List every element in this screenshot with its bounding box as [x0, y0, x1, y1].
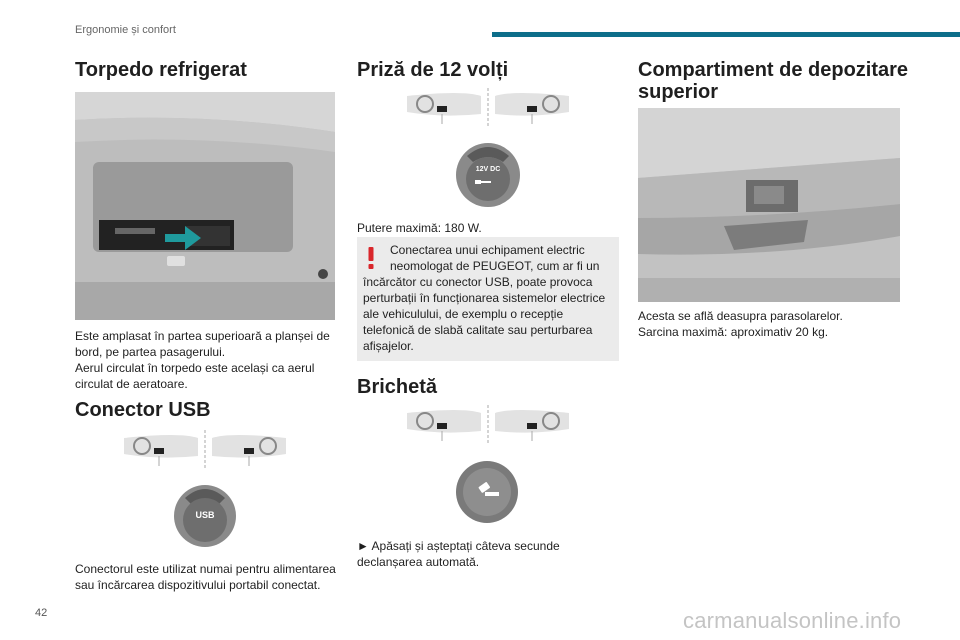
page-number: 42: [35, 607, 48, 619]
socket-12v-text: Putere maximă: 180 W.: [357, 221, 482, 235]
socket-12v-location-diagram: [403, 88, 573, 128]
storage-title-line-1: Compartiment de depozitare: [638, 59, 909, 81]
warning-line-4: perturbații în funcționarea sistemelor e…: [363, 291, 606, 305]
storage-text-1: Acesta se află deasupra parasolarelor.: [638, 309, 843, 323]
warning-line-1: Conectarea unui echipament electric: [390, 243, 585, 257]
watermark: carmanualsonline.info: [683, 608, 902, 633]
glovebox-illustration: [75, 92, 335, 320]
socket-12v-title: Priză de 12 volți: [357, 59, 509, 81]
glovebox-text-2: bord, pe partea pasagerului.: [75, 345, 226, 359]
usb-text-2: sau încărcarea dispozitivului portabil c…: [75, 578, 321, 592]
glovebox-text-4: circulat de aeratoare.: [75, 377, 188, 391]
lighter-location-diagram: [403, 405, 573, 445]
usb-title: Conector USB: [75, 399, 211, 421]
lighter-text-1: ► Apăsați și așteptați câteva secunde: [357, 539, 560, 553]
warning-line-6: telefonică de slabă calitate sau perturb…: [363, 323, 593, 337]
usb-location-diagram: [120, 430, 290, 470]
storage-title-line-2: superior: [638, 81, 719, 103]
socket-12v-label: 12V DC: [475, 166, 501, 173]
lighter-title: Brichetă: [357, 376, 438, 398]
glovebox-text-3: Aerul circulat în torpedo este același c…: [75, 361, 315, 375]
glovebox-title: Torpedo refrigerat: [75, 59, 247, 81]
socket-12v-illustration: [455, 142, 521, 208]
warning-box: [357, 237, 619, 361]
warning-line-3: încărcător cu conector USB, poate provoc…: [363, 275, 593, 289]
section-header: Ergonomie și confort: [75, 24, 176, 36]
usb-port-illustration: [173, 484, 237, 548]
warning-line-7: afișajelor.: [363, 339, 414, 353]
warning-line-5: ale vehiculului, de exemplu o recepție: [363, 307, 564, 321]
glovebox-text-1: Este amplasat în partea superioară a pla…: [75, 329, 330, 343]
storage-illustration: [638, 108, 900, 302]
usb-port-label: USB: [195, 510, 215, 520]
storage-text-2: Sarcina maximă: aproximativ 20 kg.: [638, 325, 829, 339]
usb-text-1: Conectorul este utilizat numai pentru al…: [75, 562, 336, 576]
header-accent-bar: [492, 32, 960, 37]
exclamation-icon: [368, 247, 374, 269]
warning-line-2: neomologat de PEUGEOT, cum ar fi un: [390, 259, 600, 273]
lighter-illustration: [455, 460, 519, 524]
lighter-text-2: declanșarea automată.: [357, 555, 480, 569]
